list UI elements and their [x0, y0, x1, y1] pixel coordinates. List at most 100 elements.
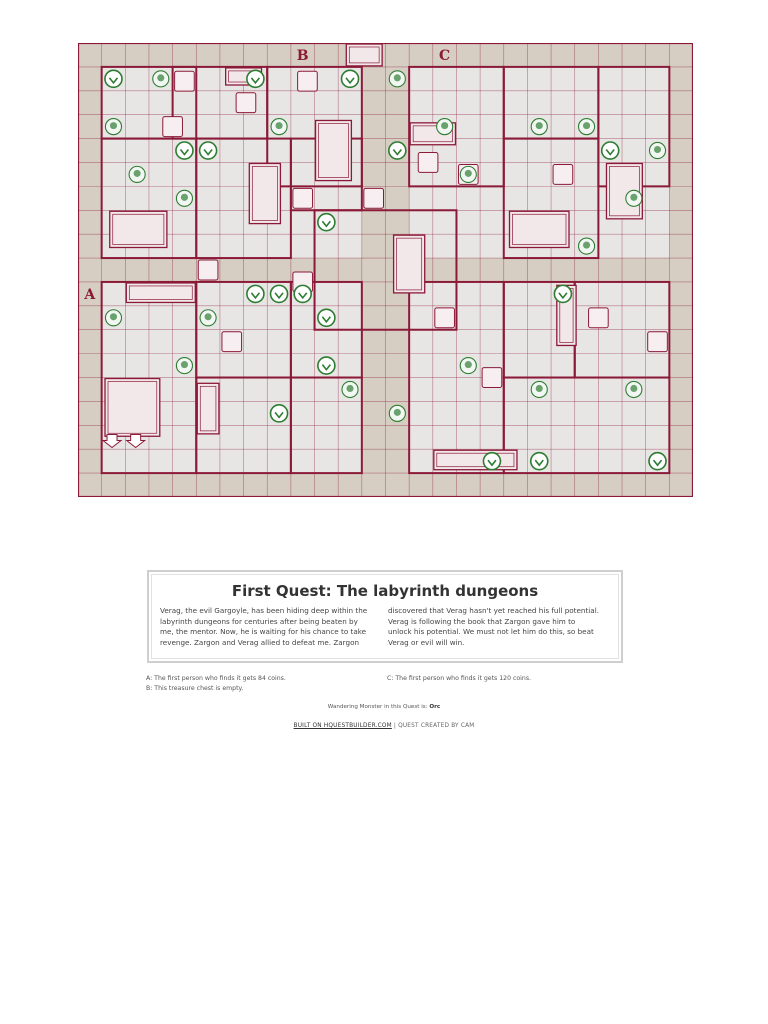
orc-icon	[246, 69, 265, 89]
orc-mark	[605, 149, 615, 156]
room-wall	[502, 137, 600, 260]
monster-face	[441, 122, 449, 130]
monster-face	[180, 361, 188, 369]
orc-icon	[269, 284, 289, 304]
monster-face	[275, 122, 283, 130]
orc-mark	[203, 149, 213, 156]
orc-mark	[298, 292, 308, 300]
marker-letter-a: A	[83, 287, 96, 303]
orc-mark	[652, 459, 663, 467]
throne	[392, 234, 426, 294]
monster-face	[109, 313, 118, 321]
alchemist-bench	[248, 162, 282, 225]
orc-mark	[321, 316, 331, 324]
monster-face	[464, 361, 472, 369]
rubble-detail	[348, 46, 380, 64]
orc-icon	[198, 141, 218, 160]
orc-mark	[321, 364, 331, 371]
monster-face	[535, 122, 543, 130]
board-frame	[78, 43, 693, 497]
door-icon	[235, 92, 257, 114]
tomb-detail	[609, 166, 640, 217]
door-icon	[292, 187, 314, 209]
monster-face	[464, 169, 472, 177]
orc-icon	[388, 141, 407, 160]
door-icon	[481, 367, 503, 388]
orc-icon	[529, 451, 549, 471]
door-icon	[174, 70, 195, 92]
monster-face	[133, 169, 141, 177]
quest-map: B C A	[78, 43, 693, 497]
door-icon	[552, 163, 574, 185]
orc-icon	[317, 356, 336, 375]
orc-icon	[269, 404, 289, 423]
door-icon	[647, 331, 668, 353]
arrow-down-icon	[125, 433, 147, 449]
orc-icon	[482, 451, 502, 471]
hquestbuilder-link[interactable]: BUILT ON HQUESTBUILDER.COM	[293, 723, 392, 729]
door-icon	[588, 307, 609, 329]
room-wall	[289, 376, 363, 475]
cupboard-detail	[128, 285, 193, 300]
monster-face	[583, 122, 591, 130]
table-detail	[318, 123, 349, 178]
wandering-monster-name: Orc	[429, 704, 441, 710]
orc-icon	[317, 212, 336, 232]
quest-box-inner-border	[151, 574, 619, 659]
wandering-monster-line: Wandering Monster in this Quest is: Orc	[0, 704, 768, 710]
orc-mark	[250, 292, 261, 300]
door-icon	[363, 187, 385, 209]
alchemist-bench-detail	[251, 166, 278, 221]
orc-icon	[293, 284, 313, 304]
monster-face	[180, 193, 188, 201]
bookcase	[196, 382, 220, 435]
door-icon	[162, 116, 183, 138]
game-board: B C A	[78, 43, 693, 497]
orc-mark	[274, 411, 284, 419]
note-b: B: This treasure chest is empty.	[146, 685, 244, 692]
orc-icon	[104, 69, 123, 89]
orc-icon	[175, 141, 194, 160]
monster-face	[535, 384, 543, 393]
orc-mark	[345, 77, 355, 85]
monster-face	[630, 193, 638, 201]
note-a: A: The first person who finds it gets 84…	[146, 675, 286, 682]
door-icon	[197, 259, 219, 281]
door-icon	[297, 70, 318, 92]
quest-text-left: Verag, the evil Gargoyle, has been hidin…	[160, 606, 368, 647]
door-icon	[221, 331, 243, 353]
door-icon	[417, 152, 439, 173]
orc-icon	[648, 451, 667, 471]
monster-face	[653, 145, 662, 154]
cupboard	[125, 282, 196, 304]
marker-letter-c: C	[439, 48, 450, 64]
room-wall	[313, 209, 458, 331]
monster-face	[346, 384, 354, 393]
rack	[109, 210, 168, 249]
table	[314, 119, 353, 182]
orc-mark	[321, 220, 331, 228]
orc-icon	[246, 284, 265, 304]
arrow-down-icon	[101, 433, 123, 449]
orc-mark	[108, 77, 119, 85]
rack-detail	[112, 213, 165, 245]
orc-icon	[317, 308, 336, 328]
table-detail	[412, 125, 453, 143]
treasure-chest	[508, 210, 570, 249]
orc-icon	[600, 141, 620, 160]
orc-mark	[179, 149, 190, 156]
marker-letter-b: B	[297, 48, 309, 64]
orc-mark	[558, 292, 568, 300]
door-icon	[434, 307, 455, 329]
monster-face	[393, 408, 401, 416]
bookcase-detail	[199, 385, 217, 432]
treasure-chest-detail	[512, 213, 567, 245]
throne-detail	[396, 237, 423, 291]
room-wall	[502, 376, 671, 475]
footer-credit: QUEST CREATED BY CAM	[398, 723, 475, 729]
footer: BUILT ON HQUESTBUILDER.COM | QUEST CREAT…	[0, 723, 768, 729]
footer-separator: |	[391, 723, 399, 729]
stairway	[104, 377, 161, 437]
orc-icon	[340, 69, 360, 89]
orc-icon	[553, 284, 573, 304]
